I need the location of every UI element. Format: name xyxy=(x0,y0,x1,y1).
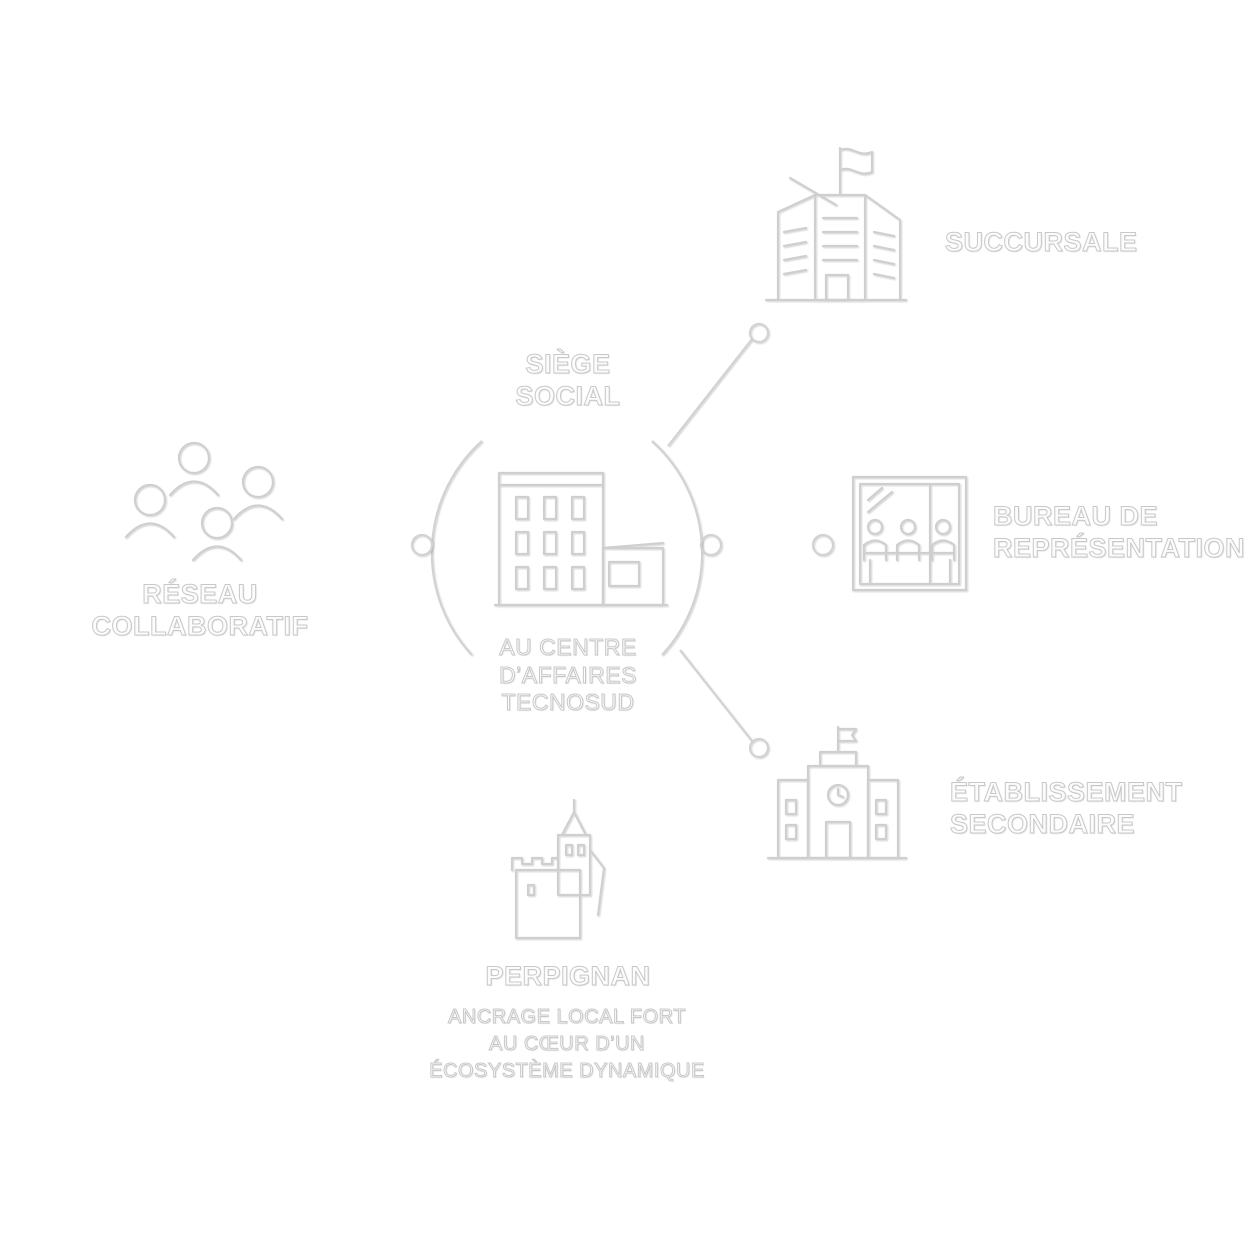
label-reseau-line1: RÉSEAU xyxy=(142,578,258,609)
center-title-line2: SOCIAL xyxy=(515,381,621,412)
label-succursale-text: SUCCURSALE xyxy=(945,226,1138,257)
node-reseau xyxy=(410,533,434,557)
perpignan-description-line3: ÉCOSYSTÈME DYNAMIQUE xyxy=(429,1060,705,1083)
castle-tower-icon xyxy=(510,798,606,940)
school-building-icon xyxy=(766,725,908,860)
node-succursale xyxy=(748,322,770,344)
label-bureau-line2: REPRÉSENTATION xyxy=(992,533,1246,564)
center-title: SIÈGE SOCIAL xyxy=(498,348,638,413)
connector-succursale xyxy=(667,338,753,447)
office-building-icon xyxy=(493,471,669,607)
center-subtitle: AU CENTRE D’AFFAIRES TECNOSUD xyxy=(478,634,658,717)
node-bureau-outer xyxy=(811,533,835,557)
label-reseau-line2: COLLABORATIF xyxy=(91,611,309,642)
label-bureau-line1: BUREAU DE xyxy=(992,500,1159,531)
center-subtitle-line2: D’AFFAIRES xyxy=(499,661,637,688)
center-subtitle-line3: TECNOSUD xyxy=(501,689,635,716)
center-subtitle-line1: AU CENTRE xyxy=(499,634,637,661)
label-etablissement: ÉTABLISSEMENT SECONDAIRE xyxy=(950,776,1183,841)
perpignan-description-line2: AU CŒUR D’UN xyxy=(489,1033,646,1056)
node-bureau-inner xyxy=(699,533,723,557)
center-title-line1: SIÈGE xyxy=(525,348,611,379)
label-bureau: BUREAU DE REPRÉSENTATION xyxy=(992,500,1246,565)
label-perpignan-text: PERPIGNAN xyxy=(485,960,651,991)
label-etablissement-line1: ÉTABLISSEMENT xyxy=(950,776,1183,807)
branch-building-icon xyxy=(764,146,908,302)
perpignan-description: ANCRAGE LOCAL FORT AU CŒUR D’UN ÉCOSYSTÈ… xyxy=(412,1004,722,1085)
connector-etablissement xyxy=(679,649,753,742)
meeting-room-icon xyxy=(851,475,968,592)
people-group-icon xyxy=(124,441,284,562)
label-reseau: RÉSEAU COLLABORATIF xyxy=(90,578,310,643)
label-perpignan: PERPIGNAN xyxy=(458,960,678,992)
perpignan-description-line1: ANCRAGE LOCAL FORT xyxy=(448,1006,686,1029)
label-succursale: SUCCURSALE xyxy=(945,226,1138,258)
label-etablissement-line2: SECONDAIRE xyxy=(950,809,1136,840)
center-arc-left xyxy=(430,440,483,656)
node-etablissement xyxy=(748,737,770,759)
